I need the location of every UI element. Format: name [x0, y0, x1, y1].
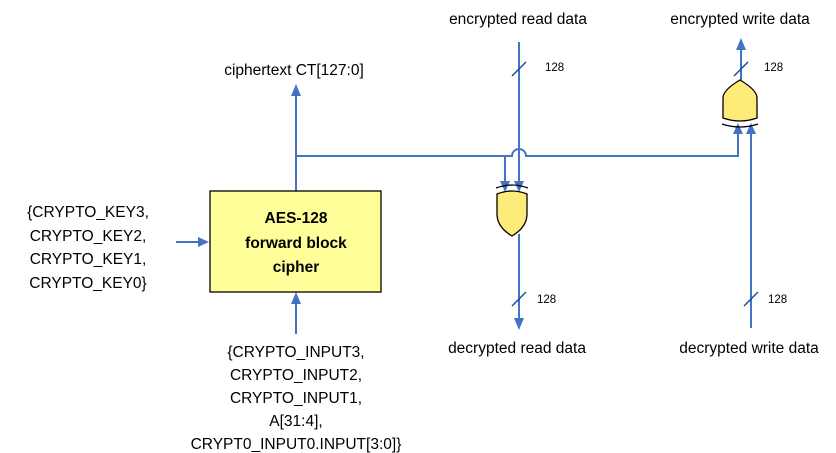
aes-block-line2: forward block	[245, 235, 347, 252]
key-input-line: CRYPTO_KEY2,	[30, 228, 147, 245]
decrypted-read-width: 128	[537, 294, 556, 306]
encrypted-read-width: 128	[545, 62, 564, 74]
key-input-line: CRYPTO_KEY0}	[29, 275, 146, 292]
aes-block-line3: cipher	[273, 259, 320, 276]
data-input-line: {CRYPTO_INPUT3,	[227, 344, 364, 361]
data-input-label: {CRYPTO_INPUT3, CRYPTO_INPUT2, CRYPTO_IN…	[191, 344, 402, 453]
encrypted-read-label: encrypted read data	[449, 11, 587, 28]
data-input-line: CRYPT0_INPUT0.INPUT[3:0]}	[191, 436, 402, 453]
decrypted-write-label: decrypted write data	[679, 340, 819, 357]
key-input-line: {CRYPTO_KEY3,	[27, 204, 149, 221]
key-input-label: {CRYPTO_KEY3, CRYPTO_KEY2, CRYPTO_KEY1, …	[27, 204, 149, 292]
key-input-line: CRYPTO_KEY1,	[30, 251, 147, 268]
encrypted-write-arrow	[736, 38, 746, 50]
ciphertext-bus	[296, 133, 739, 157]
decrypted-write-width: 128	[768, 294, 787, 306]
ciphertext-arrow	[291, 84, 301, 96]
enc-read-into-xor-arrow	[514, 181, 524, 192]
data-input-line: CRYPTO_INPUT2,	[230, 367, 362, 384]
decrypted-write-bus-slash	[743, 291, 759, 307]
decrypted-read-arrow	[514, 318, 524, 330]
encrypted-write-label: encrypted write data	[670, 11, 810, 28]
decrypted-read-label: decrypted read data	[448, 340, 586, 357]
ct-into-read-xor-arrow	[500, 181, 510, 192]
encrypted-write-bus-slash	[733, 61, 749, 77]
encrypted-read-bus-slash	[511, 61, 527, 77]
aes-block: AES-128 forward block cipher	[209, 190, 382, 293]
key-input-arrow	[198, 237, 209, 247]
aes-block-line1: AES-128	[265, 210, 328, 227]
read-xor-gate-icon	[495, 184, 529, 237]
data-input-line: A[31:4],	[269, 413, 322, 430]
write-xor-gate-icon	[721, 79, 759, 128]
decrypted-read-bus-slash	[511, 291, 527, 307]
data-input-arrow	[291, 292, 301, 304]
dec-write-into-xor-arrow	[746, 123, 756, 134]
encrypted-write-width: 128	[764, 62, 783, 74]
ct-into-write-xor-arrow	[733, 123, 743, 134]
ciphertext-label: ciphertext CT[127:0]	[224, 62, 364, 79]
data-input-line: CRYPTO_INPUT1,	[230, 390, 362, 407]
